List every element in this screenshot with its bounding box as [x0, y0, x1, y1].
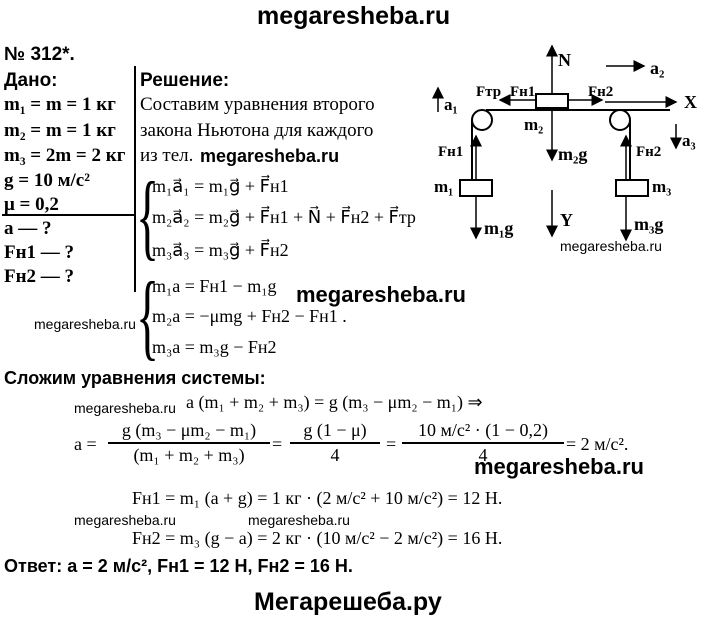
bottom-watermark: Мегарешеба.ру	[254, 588, 442, 616]
scalar-system-brace: {	[136, 262, 160, 369]
given-m3: m₃ = 2m = 2 кг	[4, 145, 126, 166]
find-a: a — ?	[4, 218, 52, 239]
column-divider	[134, 66, 136, 292]
label-m3: m₃	[652, 177, 671, 196]
scalar-eq-3: m₃a = m₃g − Fн2	[152, 337, 277, 357]
watermark-left2: megaresheba.ru	[74, 400, 176, 416]
vector-eq-2: m₂a⃗₂ = m₂g⃗ + F⃗н1 + N⃗ + F⃗н2 + F⃗тр	[152, 207, 416, 227]
a-result: = 2 м/с².	[566, 434, 629, 454]
label-m3g: m₃g	[634, 214, 663, 234]
block-m3	[615, 179, 649, 197]
label-ftr: Fтр	[476, 84, 501, 100]
given-mu: μ = 0,2	[4, 194, 59, 215]
fraction-1-num: g (m₃ − μm₂ − m₁)	[121, 420, 257, 440]
fraction-3: 10 м/с² · (1 − 0,2) 4	[402, 420, 564, 466]
vector-eq-3: m₃a⃗₃ = m₃g⃗ + F⃗н2	[152, 240, 289, 260]
watermark-low1: megaresheba.ru	[74, 512, 176, 528]
vector-eq-1: m₁a⃗₁ = m₁g⃗ + F⃗н1	[152, 176, 289, 196]
label-a1: a₁	[444, 95, 458, 114]
a-lhs: a =	[74, 434, 97, 454]
right-pulley	[609, 109, 631, 131]
add-equations-text: Сложим уравнения системы:	[4, 368, 266, 388]
fn1-equation: Fн1 = m₁ (a + g) = 1 кг · (2 м/с² + 10 м…	[132, 488, 503, 508]
solution-intro-2: закона Ньютона для каждого	[140, 120, 374, 141]
top-watermark: megaresheba.ru	[257, 2, 451, 30]
left-pulley	[471, 109, 493, 131]
label-fn1-top: Fн1	[510, 84, 535, 100]
fraction-2: g (1 − μ) 4	[290, 420, 380, 466]
pulley-diagram: N a₂ a₁ Fтр Fн1 Fн2 X m₂ Fн1 m₂g Fн2 a₃ …	[432, 44, 697, 242]
label-fn2-right: Fн2	[636, 144, 661, 160]
fraction-3-num: 10 м/с² · (1 − 0,2)	[418, 420, 548, 440]
scalar-eq-1: m₁a = Fн1 − m₁g	[152, 276, 277, 296]
watermark-mid2: megaresheba.ru	[296, 282, 466, 307]
fraction-1: g (m₃ − μm₂ − m₁) (m₁ + m₂ + m₃)	[108, 420, 270, 466]
label-m2: m₂	[524, 115, 543, 134]
label-m2g: m₂g	[558, 144, 587, 164]
label-m1: m₁	[434, 177, 453, 196]
block-m2	[535, 93, 569, 109]
watermark-side1: megaresheba.ru	[560, 238, 662, 254]
given-m1: m₁ = m = 1 кг	[4, 94, 116, 115]
answer-line: Ответ: a = 2 м/с², Fн1 = 12 Н, Fн2 = 16 …	[4, 556, 353, 576]
given-m2: m₂ = m = 1 кг	[4, 120, 116, 141]
scalar-eq-2: m₂a = −μmg + Fн2 − Fн1 .	[152, 306, 347, 326]
fraction-1-den: (m₁ + m₂ + m₃)	[133, 444, 245, 465]
given-divider	[2, 214, 134, 216]
fraction-2-den: 4	[330, 444, 340, 465]
watermark-mid1: megaresheba.ru	[200, 146, 340, 166]
fn2-equation: Fн2 = m₃ (g − a) = 2 кг · (10 м/с² − 2 м…	[132, 528, 503, 548]
sum-equation: a (m₁ + m₂ + m₃) = g (m₃ − μm₂ − m₁) ⇒	[186, 392, 483, 412]
solution-intro-3: из тел.	[140, 145, 194, 166]
eq-sign-2: =	[386, 434, 397, 454]
eq-sign-1: =	[272, 434, 283, 454]
watermark-low2: megaresheba.ru	[248, 512, 350, 528]
fraction-3-den: 4	[478, 444, 488, 465]
label-m1g: m₁g	[484, 218, 513, 238]
label-fn1-left: Fн1	[438, 144, 463, 160]
find-fn2: Fн2 — ?	[4, 266, 75, 287]
label-fn2-top: Fн2	[588, 84, 613, 100]
solution-title: Решение:	[140, 70, 230, 91]
label-y: Y	[560, 210, 573, 230]
fraction-2-num: g (1 − μ)	[303, 420, 367, 440]
given-g: g = 10 м/с²	[4, 170, 90, 191]
problem-number: № 312*.	[4, 44, 75, 65]
label-n: N	[558, 50, 571, 70]
solution-intro-1: Составим уравнения второго	[140, 94, 375, 115]
vector-system-brace: {	[136, 162, 160, 269]
label-a2: a₂	[650, 58, 664, 78]
watermark-left1: megaresheba.ru	[34, 316, 136, 332]
watermark-frac: megaresheba.ru	[474, 454, 644, 479]
find-fn1: Fн1 — ?	[4, 242, 75, 263]
label-x: X	[684, 92, 697, 112]
block-m1	[459, 179, 493, 197]
label-a3: a₃	[682, 131, 696, 150]
given-title: Дано:	[4, 70, 58, 91]
